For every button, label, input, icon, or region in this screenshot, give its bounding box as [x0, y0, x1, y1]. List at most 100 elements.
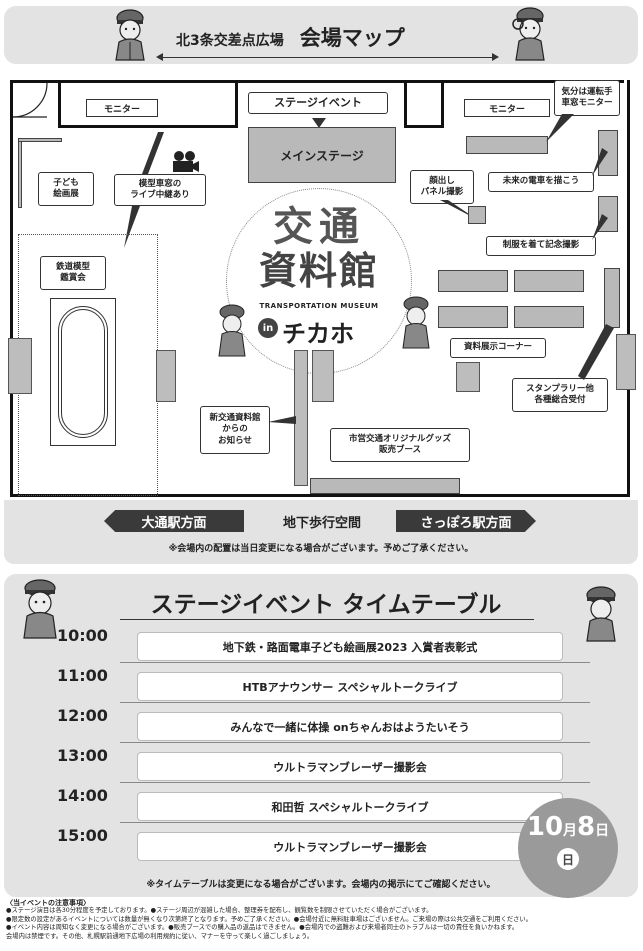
map-footnote: ※会場内の配置は当日変更になる場合がございます。予めご了承ください。 — [168, 544, 474, 554]
left-panel — [8, 338, 32, 394]
direction-right-text: さっぽろ駅方面 — [420, 515, 512, 531]
slot-divider — [120, 822, 590, 823]
uniform-photo-pointer — [592, 214, 608, 240]
direction-center-text: 地下歩行空間 — [282, 516, 361, 531]
direction-right-sign: さっぽろ駅方面 — [396, 510, 536, 532]
direction-left-sign: 大通駅方面 — [104, 510, 244, 532]
slot-event: 和田哲 スペシャルトークライブ — [137, 792, 563, 821]
header-arrow-line — [160, 57, 494, 58]
logo-line2: 資料館 — [258, 249, 379, 293]
monitor-left-label: モニター — [103, 104, 140, 115]
timetable-title-underline — [120, 619, 534, 620]
railway-model-line2: 鑑賞会 — [60, 273, 86, 283]
slot-divider — [120, 742, 590, 743]
exhibit-corner-label: 資料展示コーナー — [450, 338, 546, 358]
slot-event-text: 地下鉄・路面電車子ども絵画展2023 入賞者表彰式 — [222, 640, 478, 654]
slot-event: みんなで一緒に体操 onちゃんおはようたいそう — [137, 712, 563, 741]
conductor-character-timetable-right — [586, 586, 616, 642]
kids-drawing-wall — [18, 138, 22, 208]
slot-time: 13:00 — [57, 746, 108, 765]
new-museum-label: 新交通資料館 からの お知らせ — [200, 406, 270, 454]
exhibit-booth-3 — [438, 306, 508, 328]
main-stage-text: メインステージ — [280, 148, 364, 163]
slot-event: 地下鉄・路面電車子ども絵画展2023 入賞者表彰式 — [137, 632, 563, 661]
slot-event-text: 和田哲 スペシャルトークライブ — [271, 800, 429, 814]
new-museum-line3: お知らせ — [218, 435, 252, 446]
model-window-label: 模型車窓の ライブ中継あり — [114, 174, 206, 206]
stage-event-label: ステージイベント — [248, 92, 388, 114]
slot-time: 11:00 — [57, 666, 108, 685]
conductor-character-left — [115, 9, 145, 61]
new-museum-line1: 新交通資料館 — [209, 413, 261, 424]
slot-time: 14:00 — [57, 786, 108, 805]
date-text: 10月8日 — [518, 812, 618, 842]
model-window-pointer — [124, 132, 164, 248]
stamp-rally-label: スタンプラリー他 各種総合受付 — [512, 378, 608, 412]
uniform-photo-label: 制服を着て記念撮影 — [486, 236, 596, 256]
slot-event: ウルトラマンブレーザー撮影会 — [137, 752, 563, 781]
goods-booth-line2: 販売ブース — [378, 445, 422, 455]
face-panel-booth — [468, 206, 486, 224]
railway-model-label: 鉄道模型 鑑賞会 — [40, 256, 106, 290]
center-panel-2 — [312, 350, 334, 402]
video-camera-icon — [173, 151, 199, 172]
conductor-character-logo-left — [218, 304, 246, 357]
goods-booth — [310, 478, 460, 494]
timetable-footnote: ※タイムテーブルは変更になる場合がございます。会場内の掲示にてご確認ください。 — [146, 880, 496, 890]
slot-time: 10:00 — [57, 626, 108, 645]
right-panel — [616, 334, 636, 390]
slot-event: HTBアナウンサー スペシャルトークライブ — [137, 672, 563, 701]
date-day: 8 — [577, 812, 596, 842]
event-notes: 〈当イベントの注意事項〉 ●ステージ演目は各30分程度を予定しております。●ステ… — [6, 899, 638, 941]
monitor-right-screen: モニター — [464, 99, 550, 117]
monitor-right-booth — [466, 136, 548, 154]
goods-booth-line1: 市営交通オリジナルグッズ — [348, 433, 451, 444]
map-header-title-small: 北3条交差点広場 — [176, 33, 284, 49]
future-train-booth — [598, 130, 618, 176]
notes-line: ●限定数の設定があるイベントについては数量が無くなり次第終了となります。予めご了… — [6, 915, 533, 923]
monitor-left-screen: モニター — [86, 99, 158, 117]
future-train-label: 未来の電車を描こう — [488, 172, 594, 192]
new-museum-line2: からの — [222, 424, 248, 435]
header-arrow-right-icon — [492, 53, 499, 61]
header-arrow-left-icon — [156, 53, 163, 61]
stage-arrow-icon — [312, 118, 326, 128]
face-panel-line2: パネル撮影 — [420, 187, 464, 197]
slot-event-text: HTBアナウンサー スペシャルトークライブ — [242, 680, 458, 694]
face-panel-line1: 顔出し — [429, 175, 455, 186]
notes-line: 会場内は禁煙です。その他、札幌駅前通地下広場の利用規約に従い、マナーを守って楽し… — [6, 932, 314, 940]
model-track-loop — [58, 306, 108, 438]
slot-time: 15:00 — [57, 826, 108, 845]
floor-map: モニター モニター ステージイベント メインステージ 気分は運転手 車窓モニター… — [4, 72, 638, 500]
conductor-character-right — [512, 7, 545, 61]
map-header-title-large: 会場マップ — [299, 26, 405, 50]
notes-line: ●イベント内容は周知なく変更になる場合がございます。●販売ブースでの購入品の返品… — [6, 924, 519, 932]
logo-in-text: in — [262, 322, 274, 334]
uniform-photo-text: 制服を着て記念撮影 — [502, 240, 580, 251]
railway-model-line1: 鉄道模型 — [55, 261, 90, 272]
exhibit-panel-1 — [456, 362, 480, 392]
driver-view-line1: 気分は運転手 — [561, 86, 613, 97]
model-window-line1: 模型車窓の — [138, 178, 182, 189]
logo-subtitle: TRANSPORTATION MUSEUM — [259, 302, 379, 310]
date-month-unit: 月 — [563, 823, 578, 839]
model-window-line2: ライブ中継あり — [130, 190, 190, 200]
date-weekday-badge: 日 — [557, 848, 579, 870]
stamp-rally-pointer — [578, 324, 614, 380]
driver-view-label: 気分は運転手 車窓モニター — [554, 80, 620, 116]
slot-event-text: ウルトラマンブレーザー撮影会 — [273, 760, 427, 774]
kids-drawing-line2: 絵画展 — [53, 189, 79, 199]
slot-event-text: ウルトラマンブレーザー撮影会 — [273, 840, 427, 854]
kids-drawing-label: 子ども 絵画展 — [38, 172, 94, 206]
stamp-rally-line2: 各種総合受付 — [534, 395, 586, 405]
date-month: 10 — [526, 812, 564, 842]
logo-chikaho: チカホ — [282, 320, 354, 348]
slot-time: 12:00 — [57, 706, 108, 725]
slot-divider — [120, 662, 590, 663]
kids-drawing-line1: 子ども — [53, 177, 79, 188]
notes-line: ●ステージ演目は各30分程度を予定しております。●ステージ周辺が混雑した場合、整… — [6, 907, 433, 915]
exhibit-corner-text: 資料展示コーナー — [463, 342, 532, 353]
museum-logo — [226, 188, 412, 374]
direction-left-text: 大通駅方面 — [141, 515, 207, 531]
notes-title: 〈当イベントの注意事項〉 — [6, 899, 90, 907]
